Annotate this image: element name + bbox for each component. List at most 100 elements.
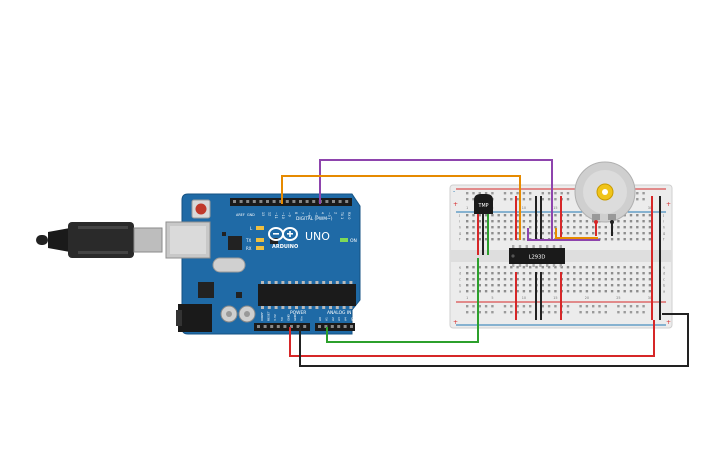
digital-pin-hole[interactable] xyxy=(332,200,335,203)
terminal-hole[interactable] xyxy=(484,266,488,269)
analog-pin-hole[interactable] xyxy=(343,325,347,328)
terminal-hole[interactable] xyxy=(522,284,526,287)
wire-red-5v[interactable] xyxy=(289,320,655,357)
terminal-hole[interactable] xyxy=(522,232,526,235)
terminal-hole[interactable] xyxy=(579,220,582,223)
terminal-hole[interactable] xyxy=(484,284,488,287)
rail-hole[interactable] xyxy=(529,192,532,195)
terminal-hole[interactable] xyxy=(636,226,639,229)
terminal-hole[interactable] xyxy=(484,220,488,223)
rail-hole[interactable] xyxy=(585,305,589,308)
rail-hole[interactable] xyxy=(503,311,507,314)
digital-pin-hole[interactable] xyxy=(299,200,302,203)
terminal-hole[interactable] xyxy=(566,226,570,229)
terminal-hole[interactable] xyxy=(579,278,582,281)
terminal-hole[interactable] xyxy=(579,284,582,287)
rail-hole[interactable] xyxy=(547,192,551,195)
terminal-hole[interactable] xyxy=(547,272,551,275)
terminal-hole[interactable] xyxy=(484,278,488,281)
terminal-hole[interactable] xyxy=(642,290,645,293)
terminal-hole[interactable] xyxy=(629,214,633,217)
terminal-hole[interactable] xyxy=(497,220,500,223)
terminal-hole[interactable] xyxy=(573,284,576,287)
terminal-hole[interactable] xyxy=(503,266,507,269)
digital-pin-hole[interactable] xyxy=(279,200,283,203)
terminal-hole[interactable] xyxy=(642,266,645,269)
terminal-hole[interactable] xyxy=(642,284,645,287)
tmp-sensor[interactable]: TMP xyxy=(474,194,493,214)
terminal-hole[interactable] xyxy=(484,272,488,275)
terminal-hole[interactable] xyxy=(579,232,582,235)
terminal-hole[interactable] xyxy=(510,272,513,275)
rail-hole[interactable] xyxy=(642,192,645,195)
terminal-hole[interactable] xyxy=(636,266,639,269)
wire-orange-2[interactable] xyxy=(555,228,598,239)
rail-hole[interactable] xyxy=(566,311,570,314)
terminal-hole[interactable] xyxy=(541,266,544,269)
terminal-hole[interactable] xyxy=(554,278,557,281)
terminal-hole[interactable] xyxy=(541,272,544,275)
rail-hole[interactable] xyxy=(522,192,526,195)
terminal-hole[interactable] xyxy=(503,278,507,281)
terminal-hole[interactable] xyxy=(510,284,513,287)
terminal-hole[interactable] xyxy=(547,214,551,217)
terminal-hole[interactable] xyxy=(541,226,544,229)
terminal-hole[interactable] xyxy=(610,284,614,287)
terminal-hole[interactable] xyxy=(516,232,519,235)
power-pin-hole[interactable] xyxy=(303,325,307,328)
terminal-hole[interactable] xyxy=(541,232,544,235)
terminal-hole[interactable] xyxy=(478,290,481,293)
terminal-hole[interactable] xyxy=(497,278,500,281)
terminal-hole[interactable] xyxy=(529,226,532,229)
terminal-hole[interactable] xyxy=(573,290,576,293)
rail-hole[interactable] xyxy=(554,192,557,195)
rail-hole[interactable] xyxy=(547,198,551,201)
terminal-hole[interactable] xyxy=(585,290,589,293)
terminal-hole[interactable] xyxy=(491,290,494,293)
terminal-hole[interactable] xyxy=(491,226,494,229)
terminal-hole[interactable] xyxy=(478,284,481,287)
terminal-hole[interactable] xyxy=(491,266,494,269)
digital-pin-hole[interactable] xyxy=(312,200,316,203)
terminal-hole[interactable] xyxy=(610,272,614,275)
wire-purple-2[interactable] xyxy=(527,228,600,241)
terminal-hole[interactable] xyxy=(472,226,475,229)
terminal-hole[interactable] xyxy=(617,226,620,229)
terminal-hole[interactable] xyxy=(522,266,526,269)
rail-hole[interactable] xyxy=(623,305,626,308)
terminal-hole[interactable] xyxy=(579,226,582,229)
terminal-hole[interactable] xyxy=(497,290,500,293)
terminal-hole[interactable] xyxy=(466,220,469,223)
terminal-hole[interactable] xyxy=(610,238,614,241)
terminal-hole[interactable] xyxy=(541,278,544,281)
terminal-hole[interactable] xyxy=(604,278,607,281)
rail-hole[interactable] xyxy=(529,311,532,314)
terminal-hole[interactable] xyxy=(529,214,532,217)
digital-pin-hole[interactable] xyxy=(252,200,256,203)
terminal-hole[interactable] xyxy=(636,278,639,281)
rail-hole[interactable] xyxy=(598,311,601,314)
terminal-hole[interactable] xyxy=(617,272,620,275)
rail-hole[interactable] xyxy=(510,305,513,308)
terminal-hole[interactable] xyxy=(592,290,595,293)
terminal-hole[interactable] xyxy=(541,220,544,223)
terminal-hole[interactable] xyxy=(617,266,620,269)
terminal-hole[interactable] xyxy=(566,290,570,293)
analog-pin-hole[interactable] xyxy=(318,325,321,328)
terminal-hole[interactable] xyxy=(573,232,576,235)
terminal-hole[interactable] xyxy=(516,272,519,275)
terminal-hole[interactable] xyxy=(636,232,639,235)
terminal-hole[interactable] xyxy=(648,232,652,235)
rail-hole[interactable] xyxy=(522,311,526,314)
terminal-hole[interactable] xyxy=(592,272,595,275)
power-pin-hole[interactable] xyxy=(263,325,267,328)
terminal-hole[interactable] xyxy=(617,220,620,223)
terminal-hole[interactable] xyxy=(503,238,507,241)
rail-hole[interactable] xyxy=(491,192,494,195)
terminal-hole[interactable] xyxy=(579,272,582,275)
terminal-hole[interactable] xyxy=(472,232,475,235)
rail-hole[interactable] xyxy=(541,192,544,195)
terminal-hole[interactable] xyxy=(585,232,589,235)
terminal-hole[interactable] xyxy=(516,290,519,293)
terminal-hole[interactable] xyxy=(516,284,519,287)
